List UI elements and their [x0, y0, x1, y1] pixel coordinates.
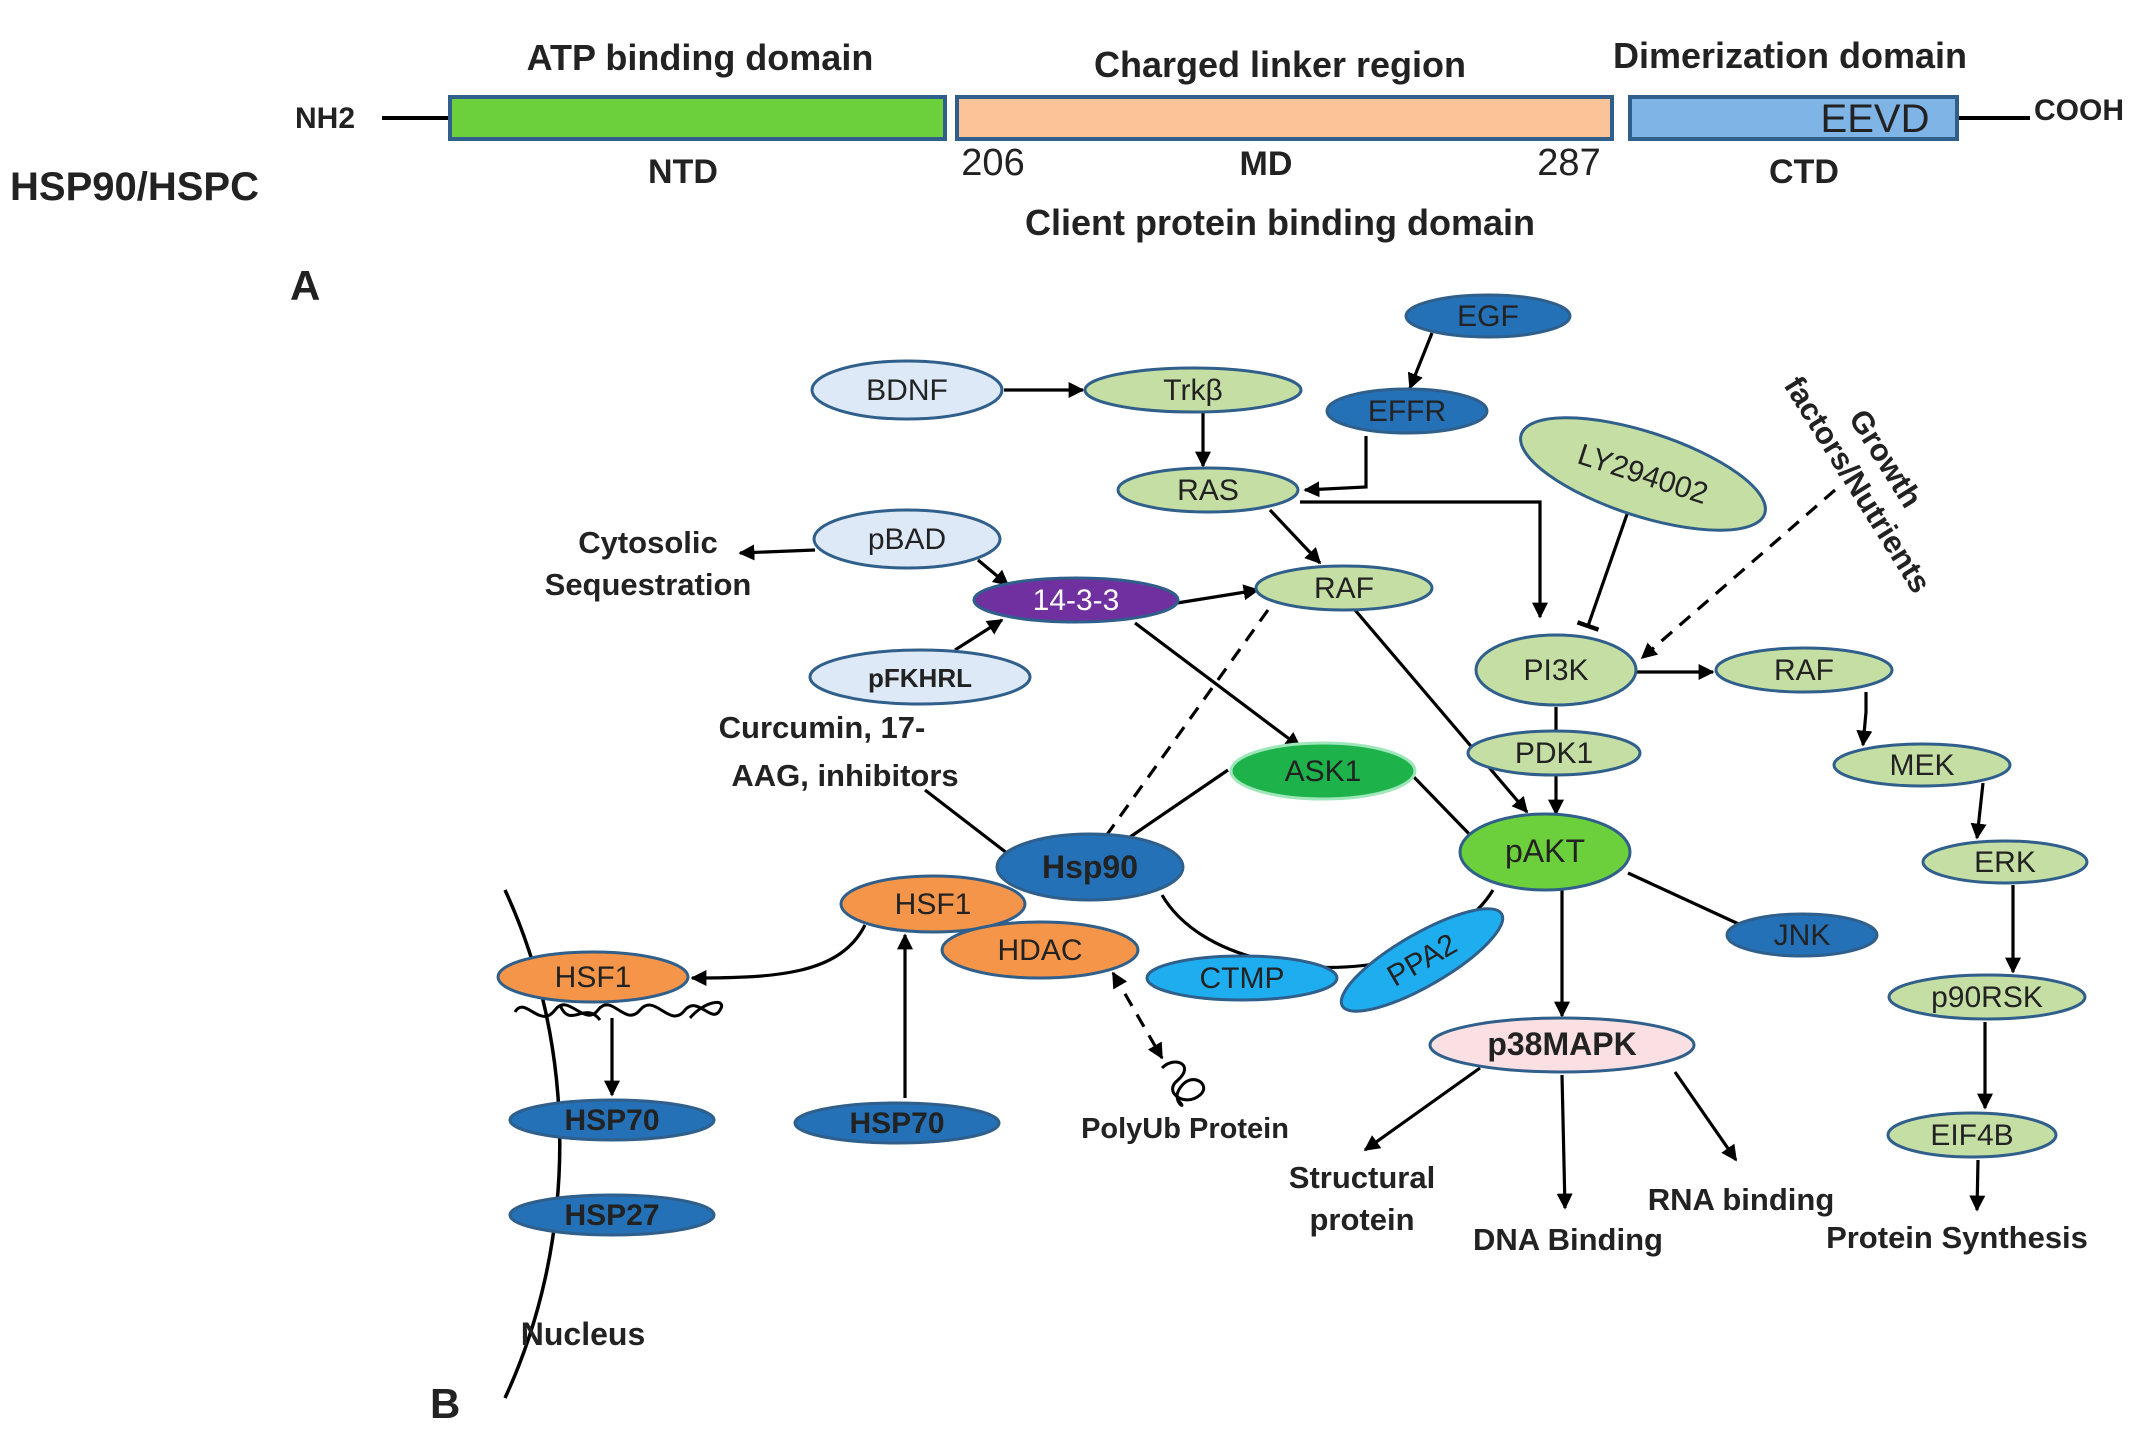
protein-synthesis-label: Protein Synthesis [1826, 1220, 2088, 1255]
label-ask1: ASK1 [1285, 755, 1362, 788]
node-pi3k [1474, 633, 1638, 707]
label-effr: EFFR [1368, 395, 1446, 428]
node-ppa2 [1339, 907, 1505, 1013]
node-pfkhrl [808, 648, 1032, 706]
panel-b-letter: B [430, 1380, 460, 1427]
label-hdac: HDAC [997, 934, 1082, 967]
structural-label-2: protein [1309, 1202, 1414, 1237]
protein-name: HSP90/HSPC [10, 165, 259, 209]
label-hsp70-nuclear: HSP70 [564, 1104, 659, 1137]
label-jnk: JNK [1774, 919, 1831, 952]
label-hsf1-nuclear: HSF1 [555, 961, 632, 994]
label-hsf1-cyto: HSF1 [895, 888, 972, 921]
label-raf-2: RAF [1774, 654, 1834, 687]
position-206: 206 [961, 142, 1024, 184]
node-p38mapk [1428, 1016, 1696, 1074]
node-effr [1325, 387, 1489, 435]
structural-label-1: Structural [1289, 1160, 1435, 1195]
panel-a: NH2 COOH ATP binding domain Charged link… [10, 35, 2124, 309]
curcumin-label-1: Curcumin, 17- [719, 710, 926, 745]
node-mek [1832, 742, 2012, 788]
cooh-label: COOH [2034, 94, 2124, 127]
node-hsf1-cyto [839, 874, 1027, 934]
position-287: 287 [1537, 142, 1600, 184]
nucleus-label: Nucleus [521, 1316, 645, 1352]
node-hsp27 [508, 1193, 716, 1237]
node-raf-1 [1254, 564, 1434, 612]
label-hsp27: HSP27 [564, 1199, 659, 1232]
node-14-3-3 [972, 576, 1180, 624]
node-trkb [1083, 366, 1303, 414]
label-pakt: pAKT [1505, 833, 1585, 869]
cytosolic-label-1: Cytosolic [578, 525, 718, 560]
label-hsp70-cyto: HSP70 [849, 1107, 944, 1140]
node-ly294002 [1519, 416, 1767, 532]
panel-a-letter: A [290, 262, 320, 309]
eevd-label: EEVD [1821, 97, 1930, 141]
label-pfkhrl: pFKHRL [868, 663, 972, 693]
label-mek: MEK [1889, 749, 1954, 782]
node-p90rsk [1887, 973, 2087, 1021]
ctd-domain-bar [1628, 95, 1959, 141]
free-labels: Growth factors/Nutrients Cytosolic Seque… [430, 370, 2088, 1427]
label-pi3k: PI3K [1523, 654, 1588, 687]
node-jnk [1725, 912, 1879, 958]
rna-binding-label: RNA binding [1648, 1182, 1835, 1217]
md-bottom-label: MD [1240, 145, 1293, 183]
label-pdk1: PDK1 [1515, 737, 1593, 770]
dna-squiggle [513, 1001, 724, 1021]
ntd-top-label: ATP binding domain [527, 37, 874, 78]
node-ask1 [1229, 741, 1417, 801]
label-p38mapk: p38MAPK [1487, 1026, 1636, 1062]
label-egf: EGF [1457, 300, 1519, 333]
node-hsp70-cyto [793, 1101, 1001, 1145]
node-hsp90 [995, 832, 1185, 902]
label-eif4b: EIF4B [1930, 1119, 2013, 1152]
label-pbad: pBAD [868, 523, 946, 556]
node-hsf1-nuclear [496, 950, 690, 1004]
ntd-domain-bar [448, 95, 947, 141]
polyub-squiggle [1160, 1060, 1206, 1107]
curcumin-label-2: AAG, inhibitors [731, 758, 958, 793]
label-hsp90: Hsp90 [1042, 849, 1138, 885]
dna-binding-label: DNA Binding [1473, 1222, 1663, 1257]
node-pbad [812, 508, 1002, 570]
label-raf-1: RAF [1314, 572, 1374, 605]
md-domain-bar [955, 95, 1614, 141]
pathway-edges [604, 332, 2021, 1212]
client-binding-label: Client protein binding domain [1025, 202, 1535, 243]
ntd-bottom-label: NTD [648, 153, 718, 191]
ctd-bottom-label: CTD [1769, 153, 1839, 191]
node-pdk1 [1466, 729, 1642, 777]
cytosolic-label-2: Sequestration [545, 567, 752, 602]
label-erk: ERK [1974, 846, 2036, 879]
node-erk [1921, 839, 2089, 885]
node-egf [1404, 293, 1572, 339]
label-p90rsk: p90RSK [1931, 981, 2043, 1014]
node-eif4b [1886, 1111, 2058, 1159]
label-ras: RAS [1177, 474, 1239, 507]
label-ctmp: CTMP [1200, 962, 1285, 995]
node-ctmp [1145, 954, 1339, 1002]
ctd-top-label: Dimerization domain [1613, 35, 1967, 76]
node-bdnf [810, 359, 1004, 421]
node-raf-2 [1714, 646, 1894, 694]
pathway-nodes [496, 293, 2089, 1237]
nh2-label: NH2 [295, 102, 355, 135]
node-pakt [1458, 812, 1632, 892]
node-hdac [940, 920, 1140, 980]
node-ras [1116, 466, 1300, 514]
node-hsp70-nuclear [508, 1098, 716, 1142]
label-trkb: Trkβ [1163, 374, 1222, 407]
md-top-label: Charged linker region [1094, 44, 1466, 85]
label-14-3-3: 14-3-3 [1033, 584, 1120, 617]
node-labels: EGF BDNF Trkβ EFFR LY294002 RAS pBAD 14-… [555, 300, 2043, 1232]
polyub-label: PolyUb Protein [1081, 1113, 1289, 1145]
label-bdnf: BDNF [866, 374, 948, 407]
